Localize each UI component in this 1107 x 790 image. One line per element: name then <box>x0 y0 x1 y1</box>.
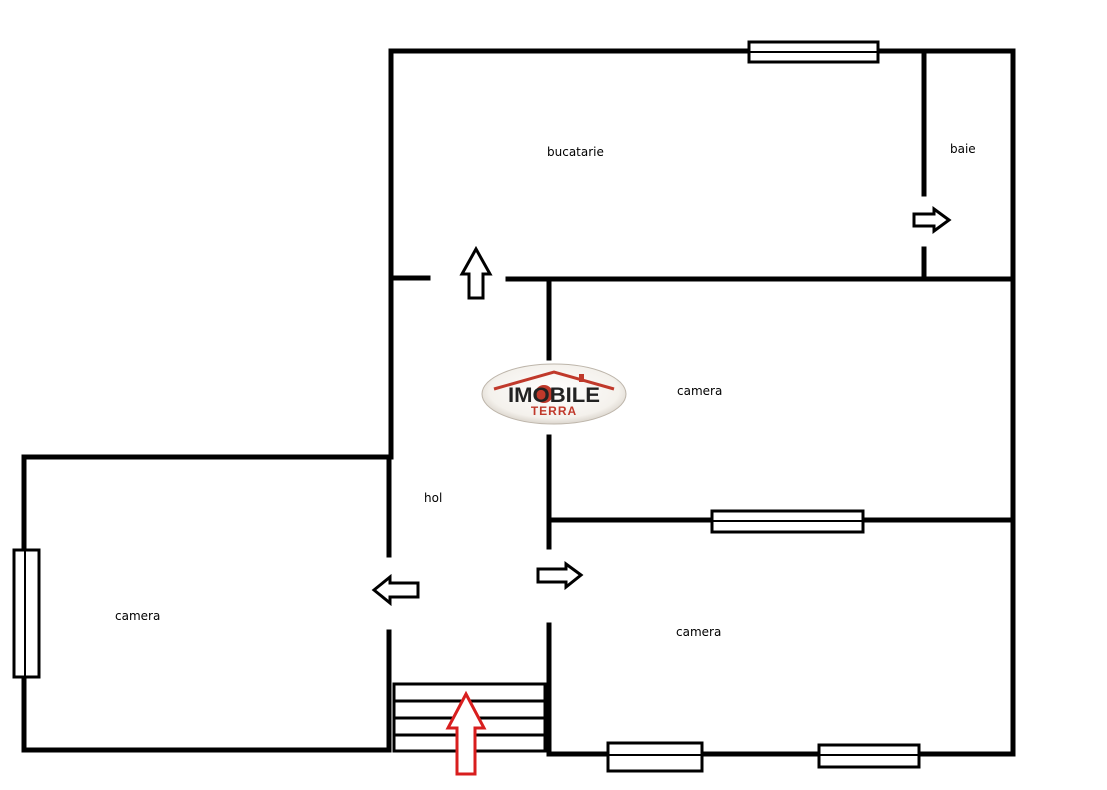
windows <box>12 40 921 773</box>
window-bottom-2 <box>817 743 921 769</box>
room-label-hall: hol <box>424 491 442 505</box>
room-label-upper: camera <box>677 384 722 398</box>
room-label-lower: camera <box>676 625 721 639</box>
arrow-right-icon <box>536 561 584 591</box>
arrow-left-icon <box>371 573 420 607</box>
window-room-divider <box>710 509 865 534</box>
window-bottom-1 <box>606 741 704 773</box>
window-left-room <box>12 548 41 679</box>
logo-title: IMOBILE <box>508 384 600 407</box>
arrow-up-icon <box>459 245 493 300</box>
logo-subtitle: TERRA <box>531 404 577 418</box>
room-label-left: camera <box>115 609 160 623</box>
room-label-kitchen: bucatarie <box>547 145 604 159</box>
logo: IMOBILE TERRA <box>481 363 627 425</box>
arrow-right-icon <box>912 206 952 234</box>
entrance-arrow-icon <box>445 690 487 776</box>
window-kitchen <box>747 40 880 64</box>
room-label-bathroom: baie <box>950 142 976 156</box>
